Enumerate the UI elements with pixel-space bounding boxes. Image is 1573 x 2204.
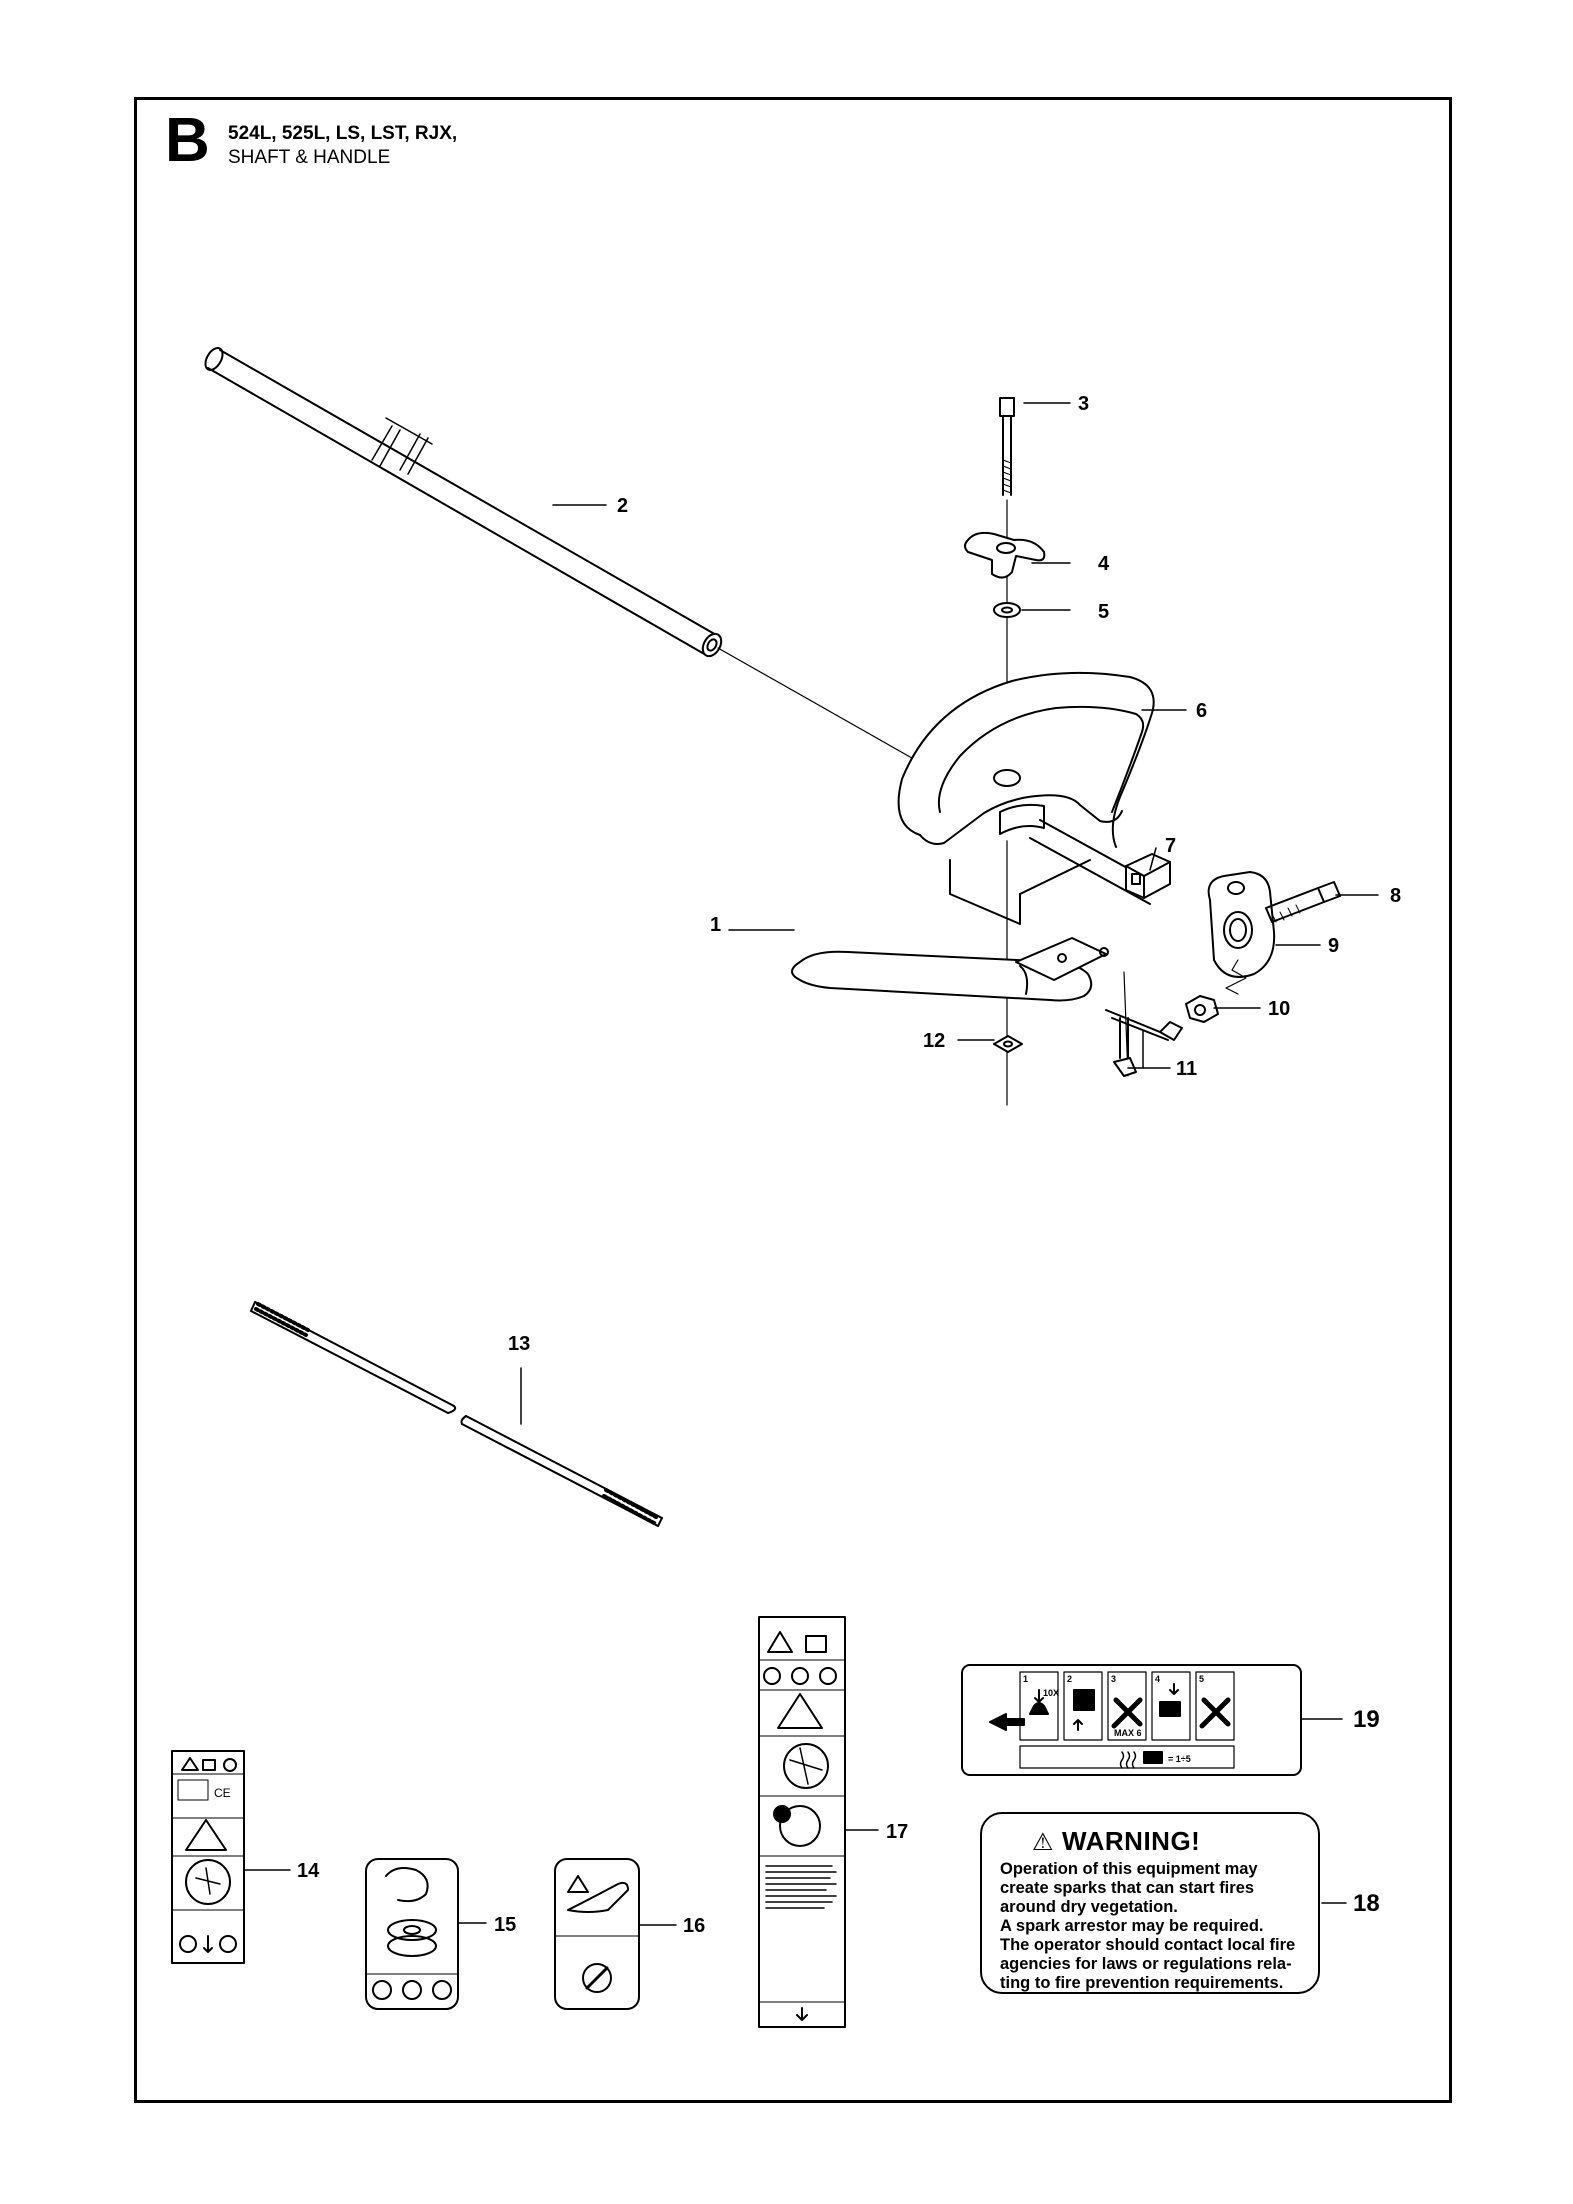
- screw-11-part: [1105, 971, 1183, 1077]
- decal-14: CE: [171, 1750, 245, 1964]
- decal-15: [365, 1858, 459, 2010]
- callout-7: 7: [1165, 835, 1176, 857]
- callout-14: 14: [297, 1860, 320, 1882]
- barrier-guard-part: [791, 937, 1109, 1002]
- callout-leaders: [243, 402, 1379, 1926]
- decal-17: [758, 1616, 846, 2028]
- warning-line: The operator should contact local fire: [1000, 1936, 1296, 1954]
- diagram-frame: [134, 97, 1452, 2103]
- wing-knob-part: [964, 531, 1046, 579]
- svg-text:1: 1: [1023, 1674, 1028, 1684]
- warning-line: Operation of this equipment may: [1000, 1860, 1258, 1878]
- screw-8-part: [1265, 881, 1341, 923]
- callout-13: 13: [508, 1333, 530, 1355]
- callout-19: 19: [1353, 1706, 1380, 1733]
- callout-9: 9: [1328, 935, 1339, 957]
- warning-text: Operation of this equipment may create s…: [1000, 1860, 1310, 1993]
- svg-text:5: 5: [1199, 1674, 1204, 1684]
- callout-15: 15: [494, 1914, 516, 1936]
- decal-19-labels: 1 2 3 4 5 10X MAX 6 = 1÷5: [1023, 1674, 1204, 1764]
- callout-12: 12: [923, 1030, 945, 1052]
- svg-text:MAX 6: MAX 6: [1114, 1728, 1142, 1738]
- callout-2: 2: [617, 495, 628, 517]
- callout-1: 1: [710, 914, 721, 936]
- washer-part: [993, 602, 1021, 618]
- callout-5: 5: [1098, 601, 1109, 623]
- warning-line: A spark arrestor may be required.: [1000, 1917, 1264, 1935]
- model-list: 524L, 525L, LS, LST, RJX,: [228, 123, 458, 144]
- callout-11: 11: [1176, 1058, 1197, 1080]
- warning-triangle-icon: ⚠: [1032, 1829, 1055, 1856]
- loop-handle-part: [897, 671, 1161, 925]
- decal-19: [961, 1664, 1302, 1776]
- warning-heading: WARNING!: [1062, 1826, 1201, 1856]
- decal-16: [554, 1858, 640, 2010]
- section-letter: B: [165, 106, 210, 175]
- drive-shaft-part: [250, 1301, 663, 1527]
- callout-18: 18: [1353, 1890, 1380, 1917]
- handle-bracket-part: [1207, 871, 1276, 995]
- callout-16: 16: [683, 1915, 705, 1937]
- svg-text:3: 3: [1111, 1674, 1116, 1684]
- svg-text:= 1÷5: = 1÷5: [1168, 1754, 1191, 1764]
- callout-17: 17: [886, 1821, 908, 1843]
- callout-8: 8: [1390, 885, 1401, 907]
- shaft-tube-part: [204, 347, 1001, 809]
- nut-part: [1185, 995, 1219, 1023]
- warning-line: agencies for laws or regulations rela-: [1000, 1955, 1292, 1973]
- callout-3: 3: [1078, 393, 1089, 415]
- svg-text:10X: 10X: [1043, 1688, 1059, 1698]
- callout-4: 4: [1098, 553, 1110, 575]
- callout-6: 6: [1196, 700, 1207, 722]
- warning-line: around dry vegetation.: [1000, 1898, 1178, 1916]
- callout-10: 10: [1268, 998, 1290, 1020]
- clamp-part: [1125, 853, 1171, 899]
- warning-line: create sparks that can start fires: [1000, 1879, 1255, 1897]
- square-nut-part: [993, 1035, 1023, 1053]
- svg-text:2: 2: [1067, 1674, 1072, 1684]
- section-title: SHAFT & HANDLE: [228, 147, 391, 168]
- warning-line: ting to fire prevention requirements.: [1000, 1974, 1284, 1992]
- svg-text:4: 4: [1155, 1674, 1160, 1684]
- svg-text:CE: CE: [214, 1786, 231, 1800]
- warning-decal: ⚠ WARNING! Operation of this equipment ma…: [980, 1812, 1320, 1994]
